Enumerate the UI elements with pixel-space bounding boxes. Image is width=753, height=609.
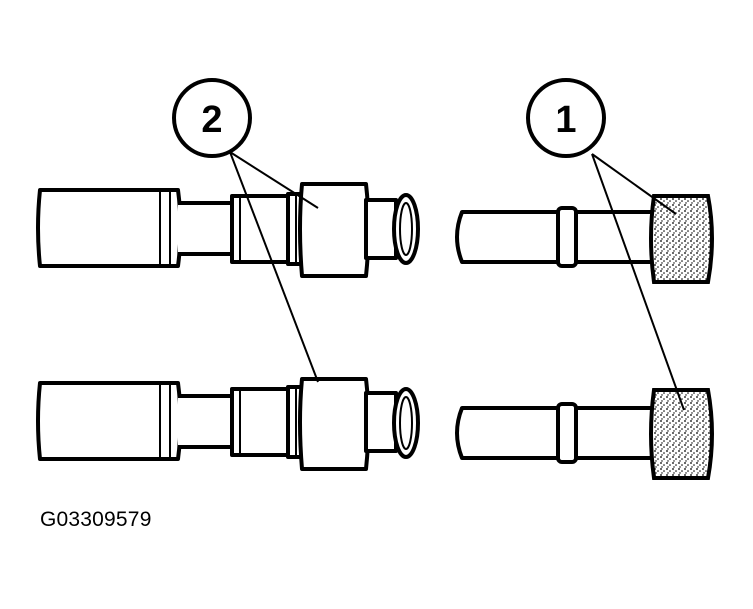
male-tube-top [455,194,714,284]
callout-2: 2 [172,78,252,158]
callout-circle [526,78,606,158]
male-tube-bottom [455,388,714,480]
female-fitting-bottom [36,377,420,471]
female-fitting-top [36,182,420,278]
figure-id-label: G03309579 [40,508,152,531]
callout-circle [172,78,252,158]
leader-lines [229,151,685,411]
callout-number: 2 [201,99,222,141]
callout-1: 1 [526,78,606,158]
callout-number: 1 [555,99,576,141]
